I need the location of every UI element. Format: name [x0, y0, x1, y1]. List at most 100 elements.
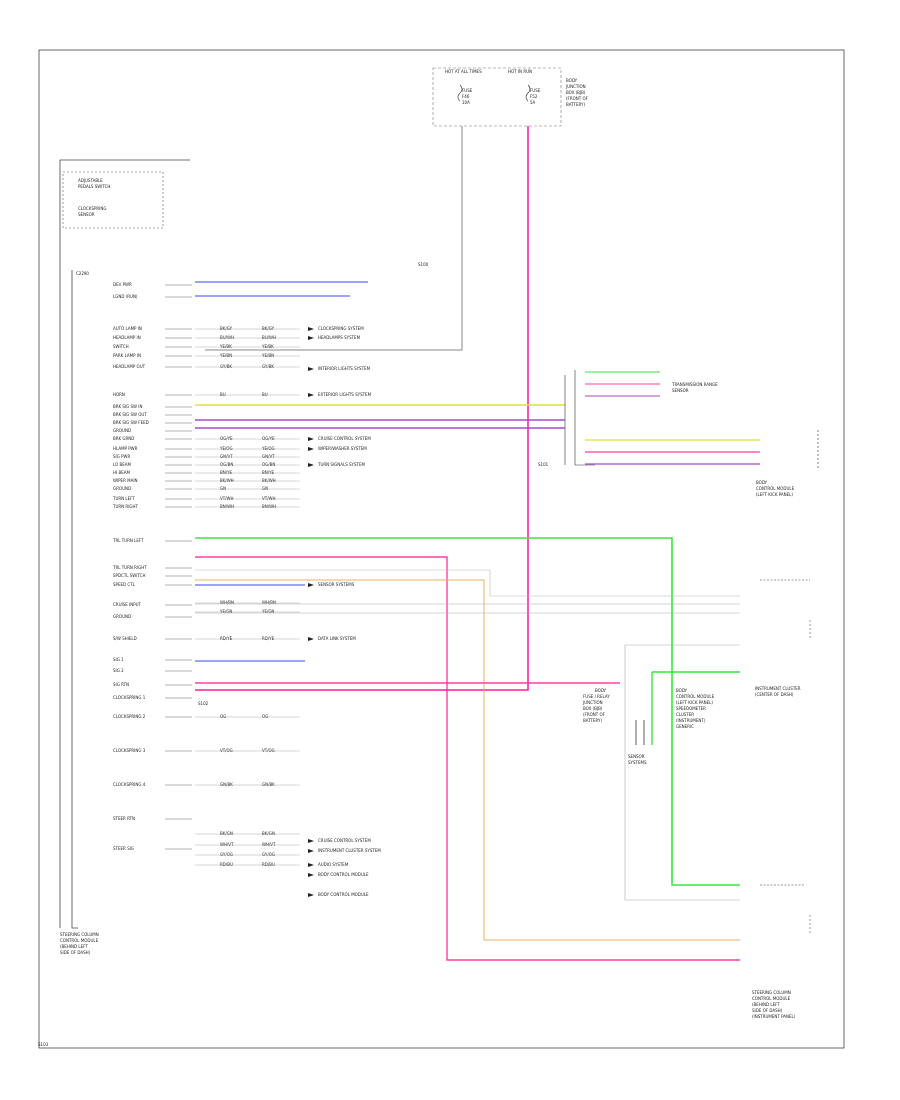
pin-label: SPEED CTL: [113, 582, 136, 587]
destination-label: CLOCKSPRING SYSTEM: [318, 326, 364, 331]
cluster-label-1: INSTRUMENT CLUSTER: [755, 686, 801, 691]
pin-label: TRL TURN RIGHT: [112, 565, 147, 570]
steering-column-module: ADJUSTABLE PEDALS SWITCH CLOCKSPRING SEN…: [59, 159, 190, 955]
clockspring-label-2: SENSOR: [78, 212, 95, 217]
fuse-box-label-4: (FRONT OF: [566, 96, 589, 101]
pin-label: SIG 2: [113, 668, 124, 673]
destination-label: BODY CONTROL MODULE: [318, 872, 369, 877]
gem-left-5: (FRONT OF: [583, 712, 606, 717]
diagram-frame: [38, 49, 845, 1049]
pin-label: S/W SHIELD: [113, 636, 137, 641]
wire-code-2: BU: [262, 392, 268, 397]
bottom-right-3: (BEHIND LEFT: [752, 1002, 780, 1007]
arrow-icon: [308, 327, 314, 331]
arrow-icon: [308, 583, 314, 587]
wire-code-2: YE/OG: [261, 446, 275, 451]
arrow-icon: [308, 849, 314, 853]
pin-label: LGND (RUN): [113, 294, 138, 299]
destination-label: INTERIOR LIGHTS SYSTEM: [318, 366, 371, 371]
fuse-b-line3: 5A: [530, 100, 536, 105]
splice-1: S100: [418, 262, 429, 267]
bottom-right-5: (INSTRUMENT PANEL): [752, 1014, 796, 1019]
wire-code-2: OG: [262, 714, 268, 719]
destination-label: CRUISE CONTROL SYSTEM: [318, 838, 371, 843]
pin-label: HEADLAMP OUT: [113, 364, 146, 369]
wire-code-2: BK/GN: [262, 831, 275, 836]
module-connector-tag: C2290: [76, 271, 89, 276]
wire-code-2: BN/WH: [262, 504, 276, 509]
wire-code-2: GY/BK: [262, 364, 274, 369]
fuse-b-line1: FUSE: [530, 88, 541, 93]
wire-code-2: BK/GY: [262, 326, 275, 331]
wire-code-2: GN/VT: [262, 454, 275, 459]
wire-orange-long: [195, 579, 740, 941]
wire-code-2: GN/BK: [262, 782, 275, 787]
pin-label: CRUISE INPUT: [113, 602, 142, 607]
splice-labels: S100 S101 S102 S103: [38, 262, 549, 1047]
arrow-icon: [308, 863, 314, 867]
wire-code-2: VT/WH: [262, 496, 276, 501]
pin-label: LO BEAM: [113, 462, 132, 467]
wire-code: VT/WH: [220, 496, 234, 501]
pin-label: CLOCKSPRING 2: [113, 714, 146, 719]
wire-code-2: YE/BN: [261, 353, 274, 358]
bcm-label-1: BODY: [756, 480, 768, 485]
wire-code: YE/GN: [219, 609, 232, 614]
wire-code: BU/WH: [220, 335, 234, 340]
wire-code: WH/BN: [220, 600, 234, 605]
destination-label: SENSOR SYSTEMS: [318, 582, 355, 587]
arrow-icon: [308, 463, 314, 467]
ground-label-2: SYSTEMS: [628, 760, 647, 765]
wire-code-2: GN: [262, 486, 268, 491]
clockspring-label-1: CLOCKSPRING: [78, 206, 106, 211]
pin-label: HEADLAMP IN: [113, 335, 141, 340]
fuse-a-line1: FUSE: [462, 88, 473, 93]
destination-label: EXTERIOR LIGHTS SYSTEM: [318, 392, 372, 397]
fuse-b-line2: F52: [530, 94, 538, 99]
destination-label: DATA LINK SYSTEM: [318, 636, 356, 641]
fuse-box-label-1: BODY: [566, 78, 578, 83]
destination-label: BODY CONTROL MODULE: [318, 892, 369, 897]
splice-3: S102: [198, 701, 209, 706]
pin-label: PARK LAMP IN: [113, 353, 141, 358]
pin-label: SPDCTL SWITCH: [113, 573, 145, 578]
destination-label: AUDIO SYSTEM: [318, 862, 349, 867]
wire-code: WH/VT: [220, 842, 234, 847]
bottom-right-2: CONTROL MODULE: [752, 996, 791, 1001]
pin-label: STEER SIG: [113, 846, 134, 851]
gem-right-5: CLUSTER: [676, 712, 694, 717]
gem-right-1: BODY: [676, 688, 688, 693]
pin-label: BRK SIG SW OUT: [113, 412, 147, 417]
transmission-label-1: TRANSMISSION RANGE: [671, 382, 718, 387]
wire-code-2: BK/WH: [262, 478, 276, 483]
main-wires: [195, 126, 819, 961]
bottom-right-4: SIDE OF DASH): [752, 1008, 783, 1013]
fuse-right-label: HOT IN RUN: [508, 69, 532, 74]
bcm-label-3: (LEFT KICK PANEL): [756, 492, 793, 497]
destination-label: INSTRUMENT CLUSTER SYSTEM: [318, 848, 381, 853]
fuse-box: HOT AT ALL TIMES HOT IN RUN FUSE F46 10A…: [432, 67, 589, 127]
gem-left-6: BATTERY): [583, 718, 602, 723]
wire-code: OG: [220, 714, 226, 719]
fuse-left-label: HOT AT ALL TIMES: [445, 69, 482, 74]
arrow-icon: [308, 437, 314, 441]
wire-code-2: RD/YE: [262, 636, 275, 641]
pin-label: SIG RTN: [113, 682, 129, 687]
pin-label: TURN RIGHT: [112, 504, 138, 509]
wire-code: BK/GY: [220, 326, 233, 331]
pin-label: GROUND: [113, 486, 131, 491]
module-bottom-label-4: SIDE OF DASH): [60, 950, 91, 955]
wire-code: RD/BU: [220, 862, 233, 867]
pin-label: SWITCH: [113, 344, 129, 349]
wire-code: YE/OG: [219, 446, 233, 451]
wire-code: VT/OG: [220, 748, 233, 753]
pin-label: HORN: [113, 392, 125, 397]
wire-code-2: WH/VT: [262, 842, 276, 847]
wire-pink-long: [195, 556, 740, 961]
module-bottom-label-2: CONTROL MODULE: [60, 938, 99, 943]
fuse-box-label-5: BATTERY): [566, 102, 585, 107]
cluster-label-2: (CENTER OF DASH): [755, 692, 794, 697]
destination-label: WIPER/WASHER SYSTEM: [318, 446, 367, 451]
wire-code-2: OG/YE: [262, 436, 275, 441]
